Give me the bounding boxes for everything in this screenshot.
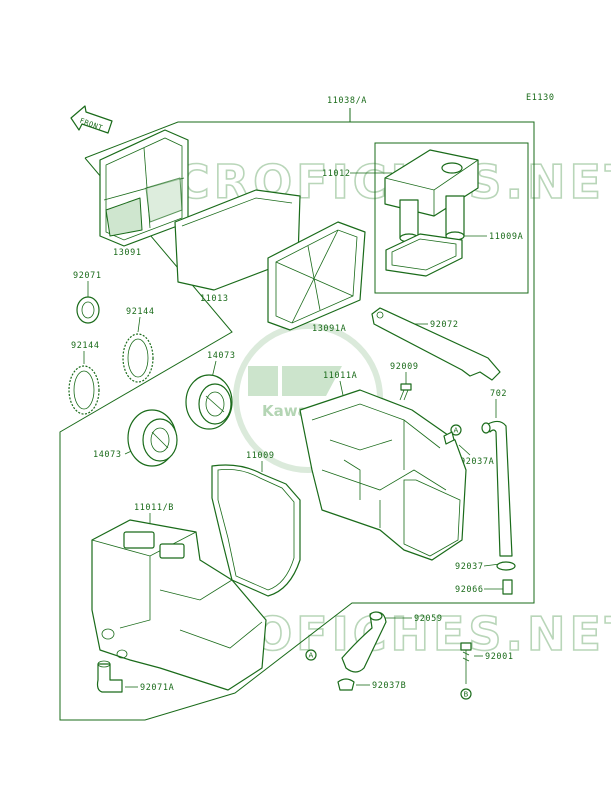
callout-92059: 92059 [414,614,443,624]
callout-14073-upper: 14073 [207,351,236,361]
callout-92072: 92072 [430,320,459,330]
svg-text:B: B [464,691,469,699]
callout-92037b: 92037B [372,681,406,691]
callout-13091a: 13091A [312,324,346,334]
gasket-11009a [385,233,463,277]
clip-92037 [496,561,516,571]
assembly-bracket [59,121,535,721]
callout-702: 702 [490,389,507,399]
svg-text:A: A [309,652,314,660]
callout-92071: 92071 [73,271,102,281]
callout-92037a: 92037A [460,457,494,467]
clip-92037a [443,431,455,445]
strap-92072 [371,307,501,381]
callout-11011a: 11011A [323,371,357,381]
callout-11012: 11012 [322,169,351,179]
callout-92071a: 92071A [140,683,174,693]
housing-11011a [299,389,467,561]
elbow-92071a [96,660,123,693]
callout-92066: 92066 [455,585,484,595]
callout-92001: 92001 [485,652,514,662]
resonator-11012 [384,149,479,243]
inset-box [374,142,529,294]
callout-92037: 92037 [455,562,484,572]
callout-11009a: 11009A [489,232,523,242]
grommet-92071 [76,296,100,324]
callout-92009: 92009 [390,362,419,372]
front-arrow: FRONT [70,105,113,134]
figure-code: E1130 [526,93,555,103]
hose-92059 [341,611,387,673]
duct-14073-upper [185,374,233,430]
screw-92009 [399,383,412,401]
plug-92066 [502,579,513,595]
hose-702 [481,420,513,557]
callout-11038a: 11038/A [327,96,367,106]
callout-92144-upper: 92144 [126,307,155,317]
callout-11011b: 11011/B [134,503,174,513]
filter-frame-13091 [99,129,189,247]
marker-b-bottom: B [460,688,472,700]
clamp-92144-lower [68,365,100,415]
marker-a-right: A [450,424,462,436]
clamp-92144-upper [122,333,154,383]
housing-11011b [91,519,267,691]
clip-92037b [337,678,355,691]
callout-13091: 13091 [113,248,142,258]
callout-14073-lower: 14073 [93,450,122,460]
filter-frame-13091a [267,221,366,331]
callout-11013: 11013 [200,294,229,304]
gasket-11009 [211,464,301,597]
marker-a-bottom: A [305,649,317,661]
bolt-92001 [460,642,472,684]
callout-11009: 11009 [246,451,275,461]
watermark-top: MICROFICHES.NET [105,155,611,209]
duct-14073-lower [127,409,178,467]
callout-92144-lower: 92144 [71,341,100,351]
svg-text:A: A [454,427,459,435]
